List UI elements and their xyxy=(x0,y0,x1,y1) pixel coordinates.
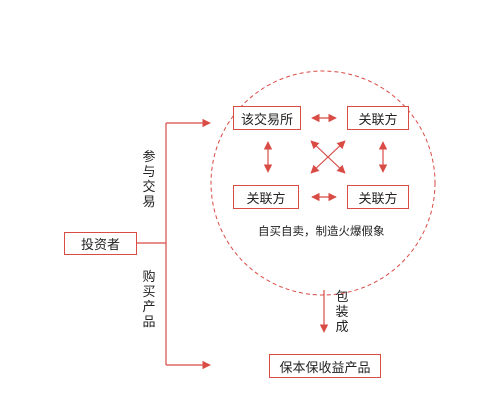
trading-circle xyxy=(210,70,436,296)
related-party-node-top: 关联方 xyxy=(347,106,409,130)
cross-arrow-b xyxy=(310,140,346,174)
package-into-label: 包装成 xyxy=(335,290,349,335)
related-party-node-right: 关联方 xyxy=(347,185,409,209)
related-party-node-left: 关联方 xyxy=(233,185,299,209)
investor-node: 投资者 xyxy=(64,232,137,255)
participate-trading-label: 参与交易 xyxy=(142,150,156,210)
buy-product-label: 购买产品 xyxy=(142,270,156,330)
product-node: 保本保收益产品 xyxy=(269,354,381,378)
circle-caption: 自买自卖，制造火爆假象 xyxy=(258,224,385,238)
exchange-node: 该交易所 xyxy=(233,106,301,130)
